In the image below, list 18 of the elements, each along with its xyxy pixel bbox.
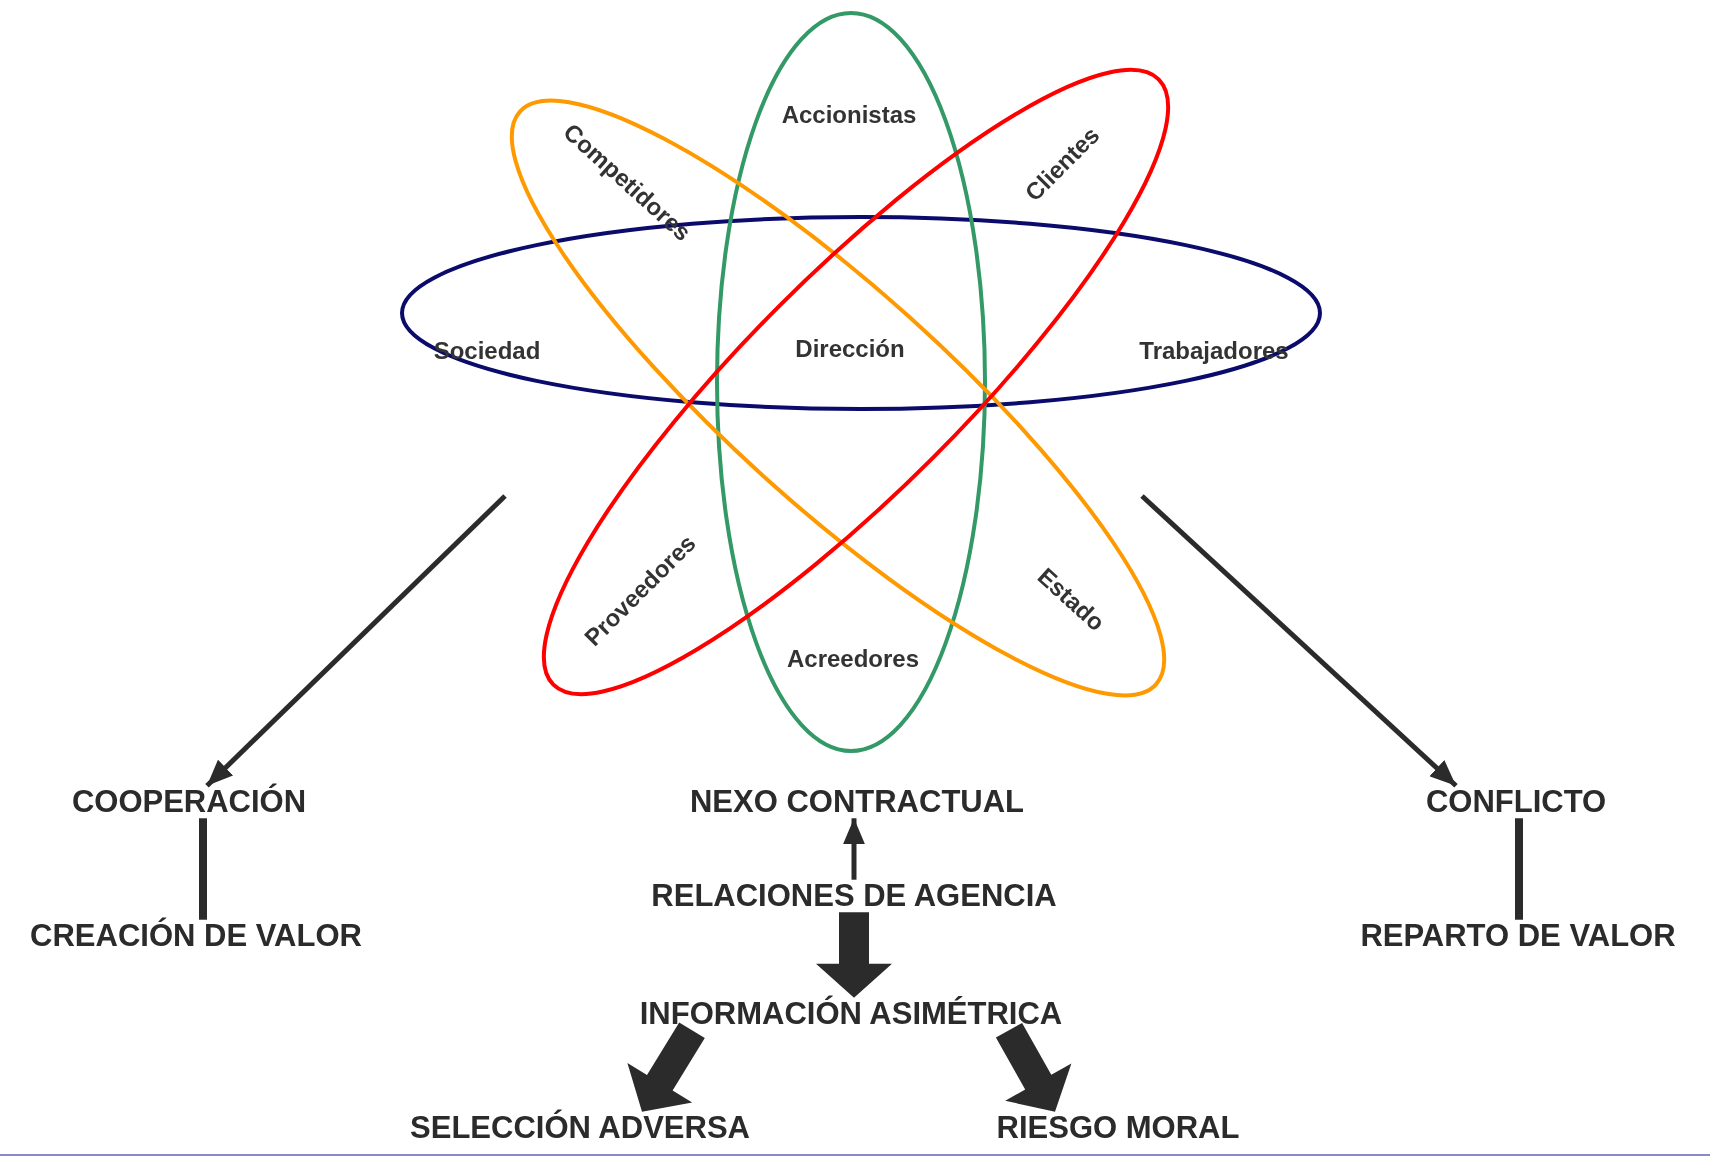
concept-label: RELACIONES DE AGENCIA — [651, 879, 1057, 913]
concept-label: INFORMACIÓN ASIMÉTRICA — [639, 997, 1063, 1031]
concept-label: CREACIÓN DE VALOR — [30, 919, 362, 953]
arrow — [843, 818, 865, 880]
arrow — [1140, 494, 1458, 788]
block-arrow — [816, 912, 892, 998]
block-arrow — [995, 1022, 1072, 1112]
center-label: Dirección — [795, 335, 905, 363]
concept-label: NEXO CONTRACTUAL — [689, 785, 1025, 819]
concept-label: RIESGO MORAL — [996, 1111, 1240, 1145]
concept-label: COOPERACIÓN — [71, 785, 307, 819]
concept-label: REPARTO DE VALOR — [1360, 919, 1676, 953]
stakeholder-label: Acreedores — [786, 645, 920, 673]
arrow — [205, 494, 507, 788]
concept-label: SELECCIÓN ADVERSA — [410, 1111, 750, 1145]
stakeholder-label: Accionistas — [781, 101, 917, 129]
block-arrow — [627, 1022, 705, 1112]
concept-label: CONFLICTO — [1425, 785, 1607, 819]
